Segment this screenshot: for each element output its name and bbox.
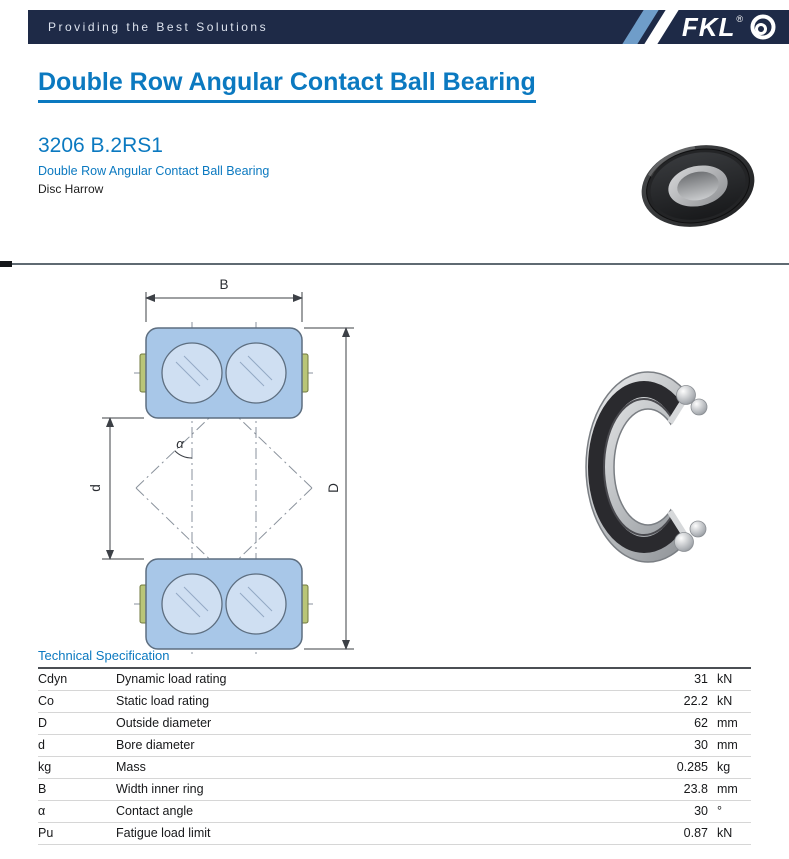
spec-value: 0.285 bbox=[618, 756, 708, 779]
spec-row: D Outside diameter 62 mm bbox=[38, 712, 751, 735]
spec-row: α Contact angle 30 ° bbox=[38, 800, 751, 823]
dim-B bbox=[145, 292, 303, 322]
product-application: Disc Harrow bbox=[38, 182, 104, 196]
spec-symbol: kg bbox=[38, 756, 116, 779]
spec-section-title: Technical Specification bbox=[38, 648, 170, 663]
header-bar: Providing the Best Solutions FKL ® bbox=[28, 10, 789, 44]
spec-unit: mm bbox=[708, 712, 751, 735]
ball-hatch bbox=[175, 586, 273, 618]
spec-row: Cdyn Dynamic load rating 31 kN bbox=[38, 668, 751, 691]
divider-left-tab bbox=[0, 261, 12, 267]
spec-row: d Bore diameter 30 mm bbox=[38, 734, 751, 757]
product-code: 3206 B.2RS1 bbox=[38, 134, 163, 157]
spec-symbol: Co bbox=[38, 690, 116, 713]
bearing-3d-render bbox=[585, 350, 738, 584]
cross-section-drawing: B D d α bbox=[88, 277, 354, 655]
spec-description: Fatigue load limit bbox=[116, 822, 618, 845]
spec-symbol: D bbox=[38, 712, 116, 735]
spec-description: Static load rating bbox=[116, 690, 618, 713]
cutaway-group bbox=[585, 350, 738, 584]
product-type: Double Row Angular Contact Ball Bearing bbox=[38, 164, 270, 178]
spec-unit: kg bbox=[708, 756, 751, 779]
spec-row: B Width inner ring 23.8 mm bbox=[38, 778, 751, 801]
spec-value: 30 bbox=[618, 734, 708, 757]
brand-group: FKL ® bbox=[622, 10, 777, 44]
spec-value: 62 bbox=[618, 712, 708, 735]
product-photo bbox=[641, 144, 755, 227]
spec-symbol: d bbox=[38, 734, 116, 757]
spec-description: Contact angle bbox=[116, 800, 618, 823]
contact-angle-arc bbox=[174, 450, 193, 459]
spec-row: Pu Fatigue load limit 0.87 kN bbox=[38, 822, 751, 845]
spec-unit: kN bbox=[708, 822, 751, 845]
ball-hatch bbox=[175, 355, 273, 387]
bottom-ring-section bbox=[139, 558, 309, 650]
spec-description: Outside diameter bbox=[116, 712, 618, 735]
top-ring-section bbox=[139, 327, 309, 419]
spec-unit: kN bbox=[708, 690, 751, 713]
spec-value: 30 bbox=[618, 800, 708, 823]
spec-symbol: α bbox=[38, 800, 116, 823]
spec-value: 23.8 bbox=[618, 778, 708, 801]
spec-description: Width inner ring bbox=[116, 778, 618, 801]
spec-symbol: Pu bbox=[38, 822, 116, 845]
spec-row: Co Static load rating 22.2 kN bbox=[38, 690, 751, 713]
dim-label-d: d bbox=[88, 484, 103, 492]
spec-table: Cdyn Dynamic load rating 31 kN Co Static… bbox=[38, 667, 751, 845]
spec-value: 22.2 bbox=[618, 690, 708, 713]
spec-value: 31 bbox=[618, 668, 708, 691]
spec-row: kg Mass 0.285 kg bbox=[38, 756, 751, 779]
spec-description: Bore diameter bbox=[116, 734, 618, 757]
section-divider bbox=[0, 261, 789, 267]
fkl-bearing-logo-icon bbox=[750, 14, 776, 40]
dim-d bbox=[102, 417, 144, 560]
spec-unit: kN bbox=[708, 668, 751, 691]
spec-unit: mm bbox=[708, 734, 751, 757]
registered-mark: ® bbox=[736, 14, 743, 24]
brand-wordmark: FKL bbox=[681, 12, 736, 42]
dim-label-D: D bbox=[326, 483, 341, 493]
spec-unit: ° bbox=[708, 800, 751, 823]
header-slogan: Providing the Best Solutions bbox=[48, 20, 269, 34]
contact-angle-label: α bbox=[176, 436, 184, 451]
spec-description: Mass bbox=[116, 756, 618, 779]
spec-unit: mm bbox=[708, 778, 751, 801]
spec-symbol: B bbox=[38, 778, 116, 801]
bearing-photo-group bbox=[641, 144, 755, 227]
spec-value: 0.87 bbox=[618, 822, 708, 845]
page-title[interactable]: Double Row Angular Contact Ball Bearing bbox=[38, 68, 536, 103]
spec-description: Dynamic load rating bbox=[116, 668, 618, 691]
dim-label-B: B bbox=[219, 277, 228, 292]
dim-D bbox=[304, 327, 354, 650]
spec-symbol: Cdyn bbox=[38, 668, 116, 691]
